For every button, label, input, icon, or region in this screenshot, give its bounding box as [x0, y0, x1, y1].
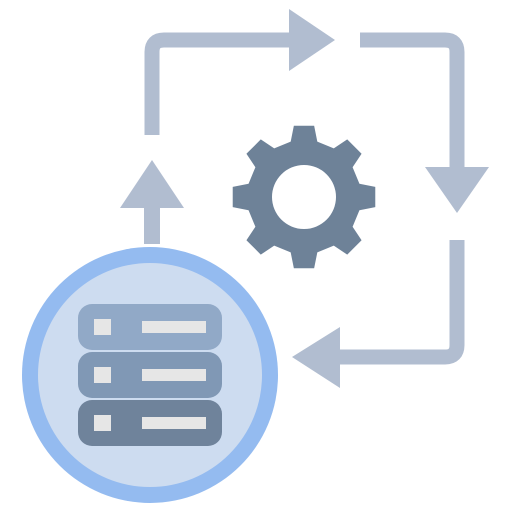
bottom-arrow-line — [338, 240, 465, 365]
cycle-arrows-icon — [120, 9, 489, 388]
database-server-icon — [22, 247, 278, 503]
top-arrow-head — [289, 9, 335, 71]
server-top-slot — [142, 321, 206, 333]
right-arrow-line — [360, 32, 465, 170]
server-unit-middle — [78, 352, 222, 398]
server-bottom-slot — [142, 417, 206, 429]
server-middle-light — [94, 367, 111, 383]
server-unit-top — [78, 304, 222, 350]
server-bottom-light — [94, 415, 111, 431]
bottom-arrow — [292, 240, 465, 388]
top-arrow — [144, 9, 335, 135]
gear-icon — [232, 125, 376, 269]
server-unit-bottom — [78, 400, 222, 446]
up-arrow-stem — [144, 200, 160, 244]
server-middle-slot — [142, 369, 206, 381]
up-arrow-icon — [120, 160, 184, 244]
bottom-arrow-head — [292, 327, 340, 388]
gear-shape — [232, 125, 376, 269]
top-arrow-line — [144, 32, 292, 135]
right-arrow — [360, 32, 489, 213]
up-arrow-head — [120, 160, 184, 208]
right-arrow-head — [425, 167, 489, 213]
server-top-light — [94, 319, 111, 335]
